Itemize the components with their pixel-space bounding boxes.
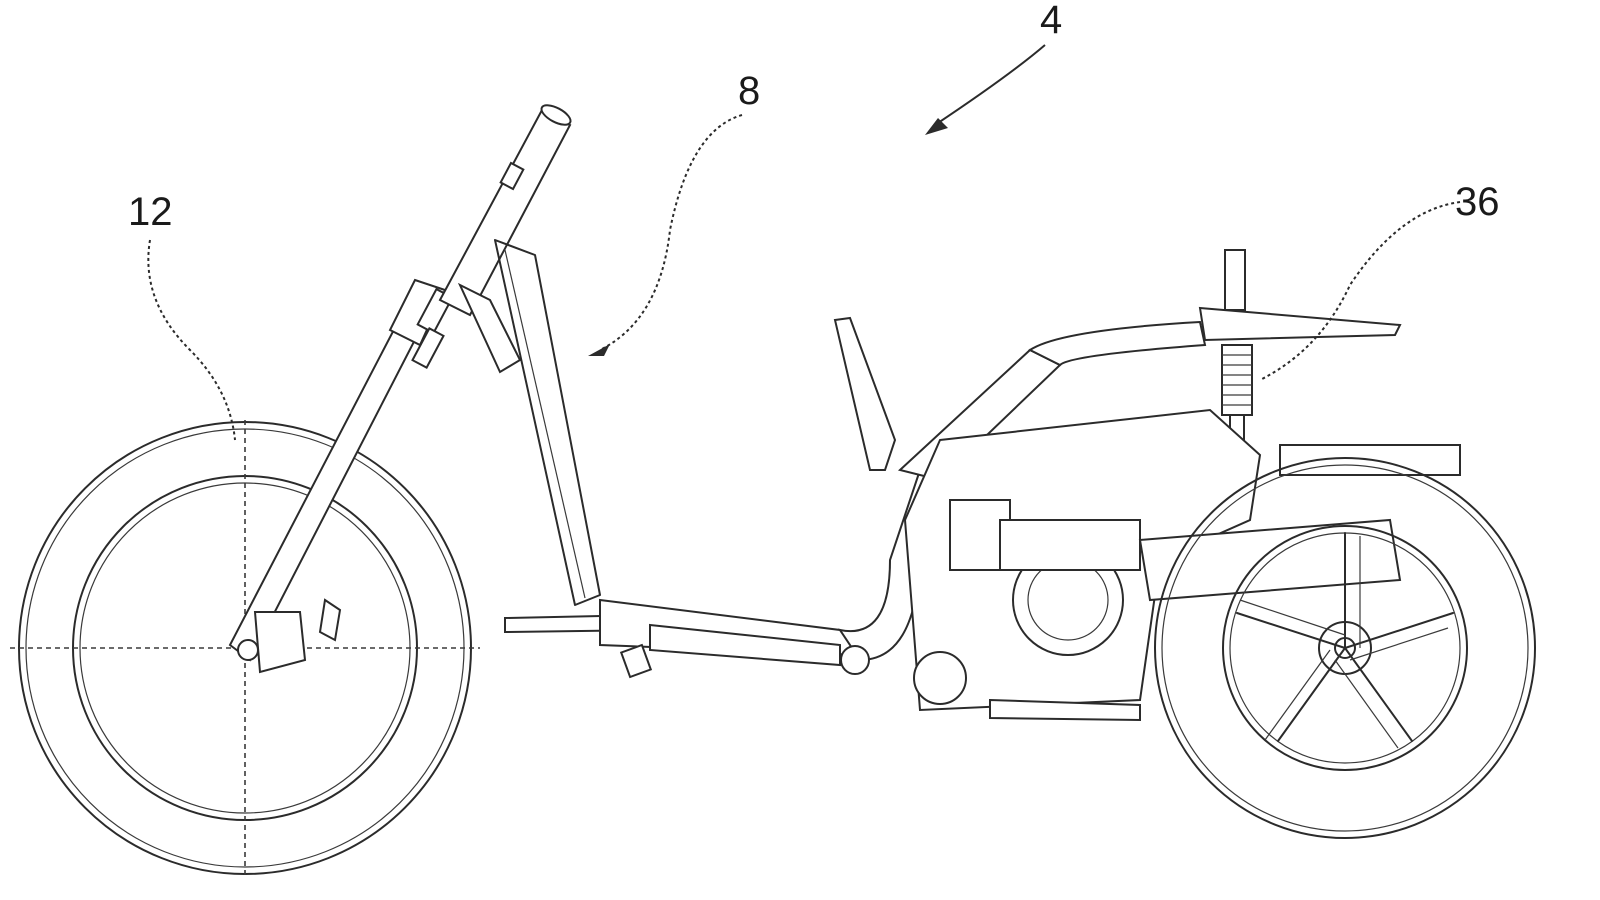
label-36: 36 [1455,180,1500,224]
label-8: 8 [738,69,760,113]
engine-unit [840,408,1402,722]
reference-frame: 8 [588,69,760,356]
label-12: 12 [128,190,173,234]
rear-wheel [1154,444,1536,839]
reference-front-wheel: 12 [128,190,236,441]
label-4: 4 [1040,0,1062,42]
rear-wheel-spokes [1236,532,1454,749]
steering-head [438,104,572,317]
reference-rear-suspension: 36 [1259,180,1500,381]
reference-vehicle: 4 [925,0,1062,135]
